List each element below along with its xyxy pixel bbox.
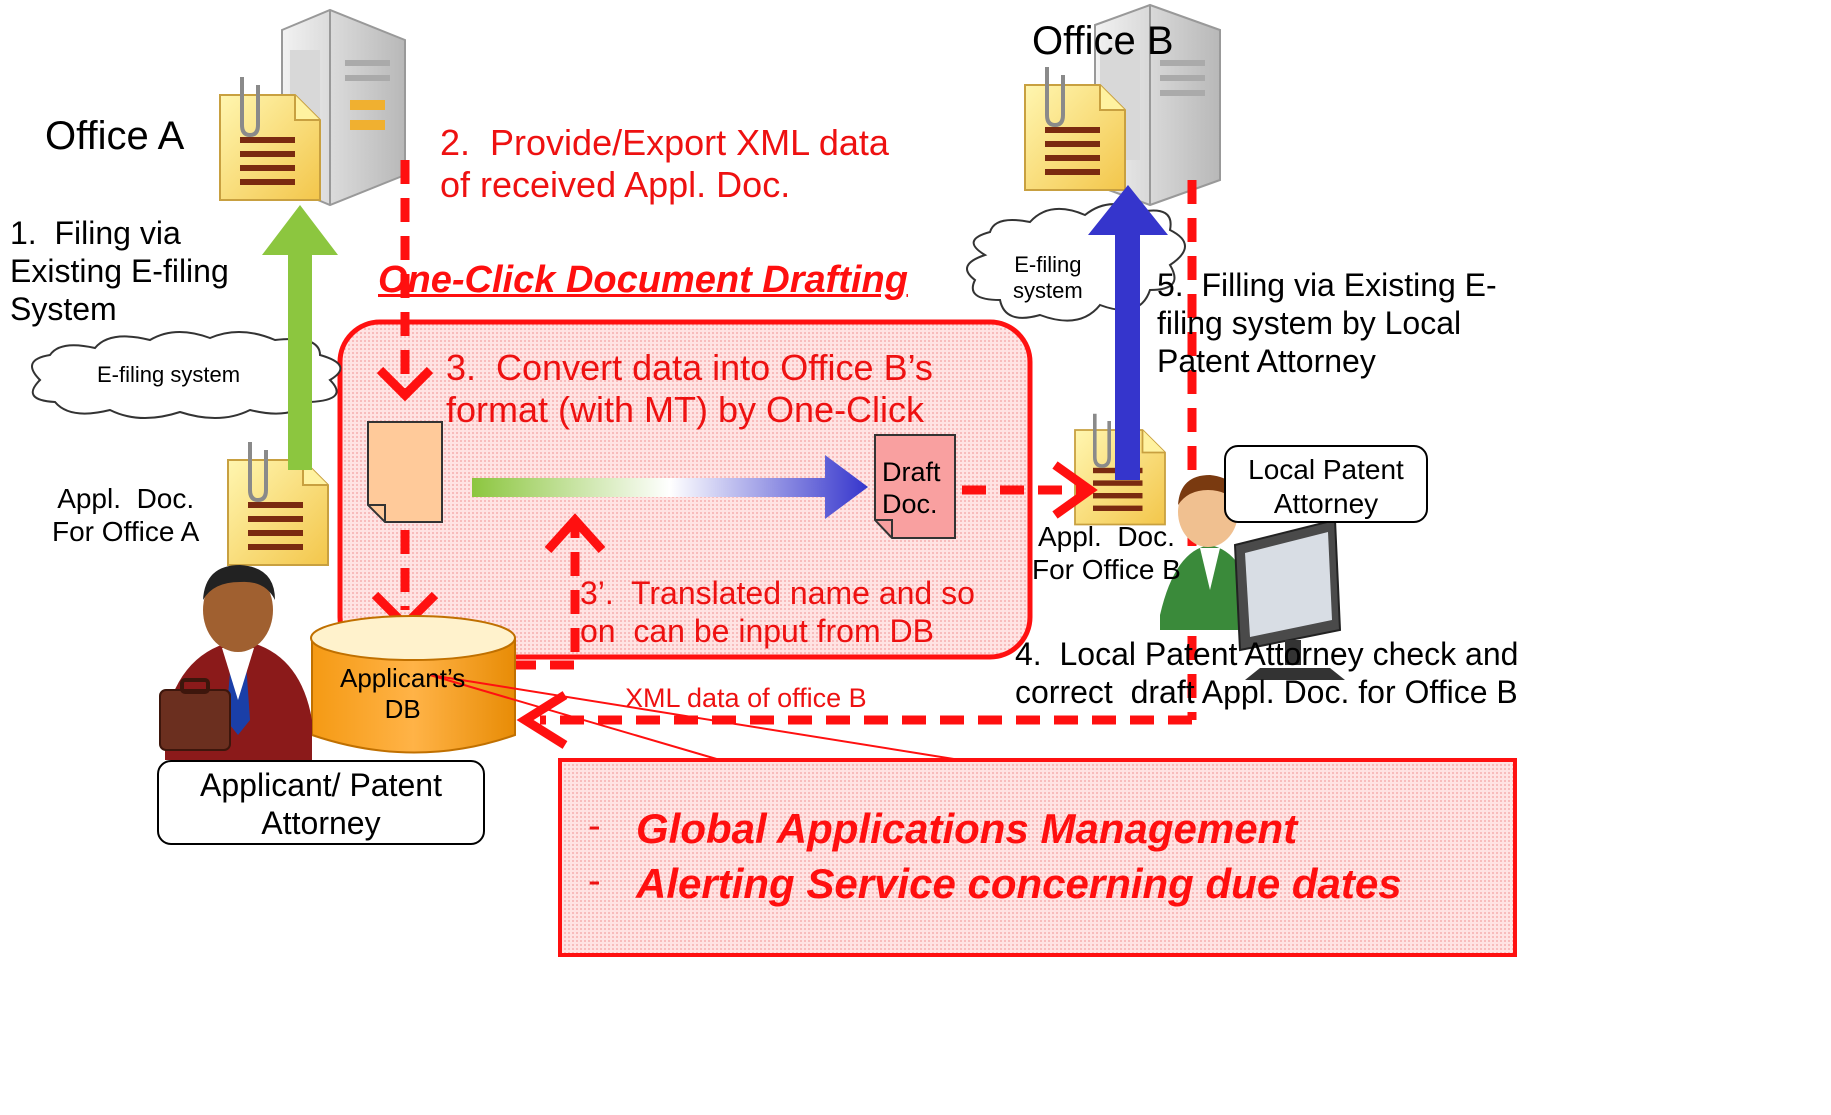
services-item-2: Alerting Service concerning due dates	[636, 860, 1402, 907]
services-item-1: Global Applications Management	[636, 805, 1298, 852]
filing-arrow-green	[262, 205, 338, 470]
bullet: -	[588, 860, 601, 902]
draft-doc-icon	[874, 434, 956, 539]
document-icon	[226, 440, 330, 567]
applicant-db-label: Applicant’s DB	[340, 663, 466, 724]
computer-icon	[1233, 518, 1345, 680]
step1-text: 1. Filing via Existing E-filing System	[10, 215, 229, 327]
bullet: -	[588, 805, 601, 847]
office-a-label: Office A	[45, 114, 185, 158]
database-icon	[310, 615, 516, 754]
xml-office-b-label: XML data of office B	[625, 683, 867, 713]
draft-doc-label: Draft Doc.	[882, 457, 941, 519]
cloud-icon	[31, 330, 342, 420]
office-b-label: Office B	[1032, 19, 1174, 63]
step2-text: 2. Provide/Export XML data of received A…	[440, 122, 889, 206]
local-attorney-label: Local Patent Attorney	[1224, 445, 1428, 523]
step4-text: 4. Local Patent Attorney check and corre…	[1015, 636, 1519, 710]
step5-text: 5. Filling via Existing E- filing system…	[1157, 267, 1497, 379]
step3prime-text: 3’. Translated name and so on can be inp…	[580, 575, 975, 649]
document-icon	[367, 421, 443, 523]
appl-doc-b-label: Appl. Doc. For Office B	[1032, 521, 1181, 586]
applicant-label: Applicant/ Patent Attorney	[157, 760, 485, 845]
appl-doc-a-label: Appl. Doc. For Office A	[52, 483, 200, 548]
services-box	[558, 758, 1517, 957]
efiling-b-label: E-filing system	[1013, 252, 1083, 303]
convert-arrow	[472, 455, 868, 519]
person-icon	[159, 565, 312, 760]
person-icon	[1160, 475, 1255, 630]
step3-text: 3. Convert data into Office B’s format (…	[446, 347, 933, 431]
one-click-title: One-Click Document Drafting	[378, 259, 908, 301]
efiling-a-label: E-filing system	[97, 362, 241, 387]
filing-arrow-blue	[1088, 185, 1168, 480]
